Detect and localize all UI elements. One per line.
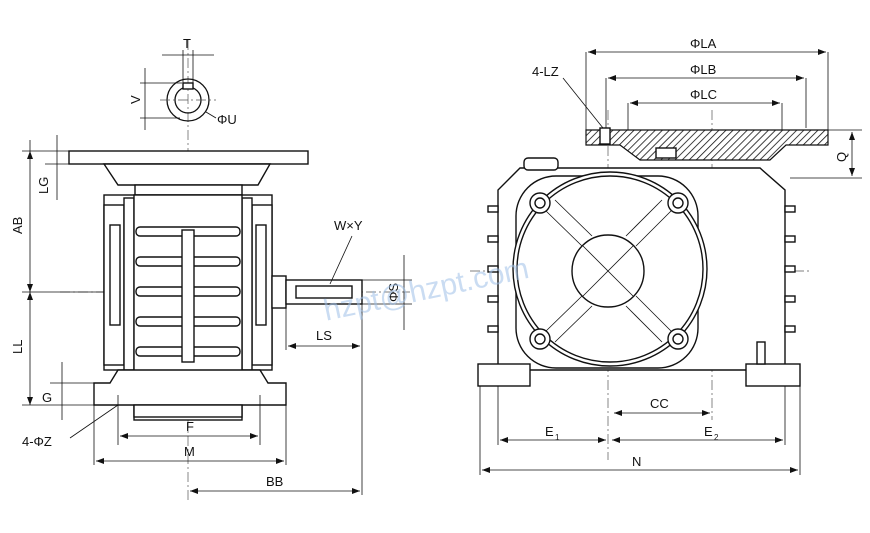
side-view	[22, 40, 412, 500]
label-LS: LS	[316, 328, 332, 343]
label-LA: ΦLA	[690, 36, 717, 51]
label-T: T	[183, 36, 191, 51]
label-LG: LG	[36, 177, 51, 194]
label-BB: BB	[266, 474, 283, 489]
label-WxY: W×Y	[334, 218, 363, 233]
label-4-Z: 4-ΦZ	[22, 434, 52, 449]
label-LC: ΦLC	[690, 87, 717, 102]
front-view	[470, 49, 862, 475]
label-E2-sub: 2	[714, 433, 719, 442]
label-U: ΦU	[217, 112, 237, 127]
label-CC: CC	[650, 396, 669, 411]
label-S: ΦS	[386, 283, 401, 302]
label-N: N	[632, 454, 641, 469]
label-G: G	[42, 390, 52, 405]
label-Q: Q	[834, 152, 849, 162]
bore-detail	[140, 50, 217, 130]
label-4-LZ: 4-LZ	[532, 64, 559, 79]
label-AB: AB	[10, 217, 25, 234]
cooling-fins	[135, 226, 241, 363]
label-LB: ΦLB	[690, 62, 716, 77]
dimension-labels: T V ΦU AB LG LL G 4-ΦZ F M BB W×Y ΦS LS …	[10, 36, 849, 489]
label-E2: E	[704, 424, 713, 439]
side-fins	[487, 205, 796, 333]
label-LL: LL	[10, 340, 25, 354]
label-M: M	[184, 444, 195, 459]
label-V: V	[128, 95, 143, 104]
label-E1-sub: 1	[555, 433, 560, 442]
label-F: F	[186, 419, 194, 434]
label-E1: E	[545, 424, 554, 439]
